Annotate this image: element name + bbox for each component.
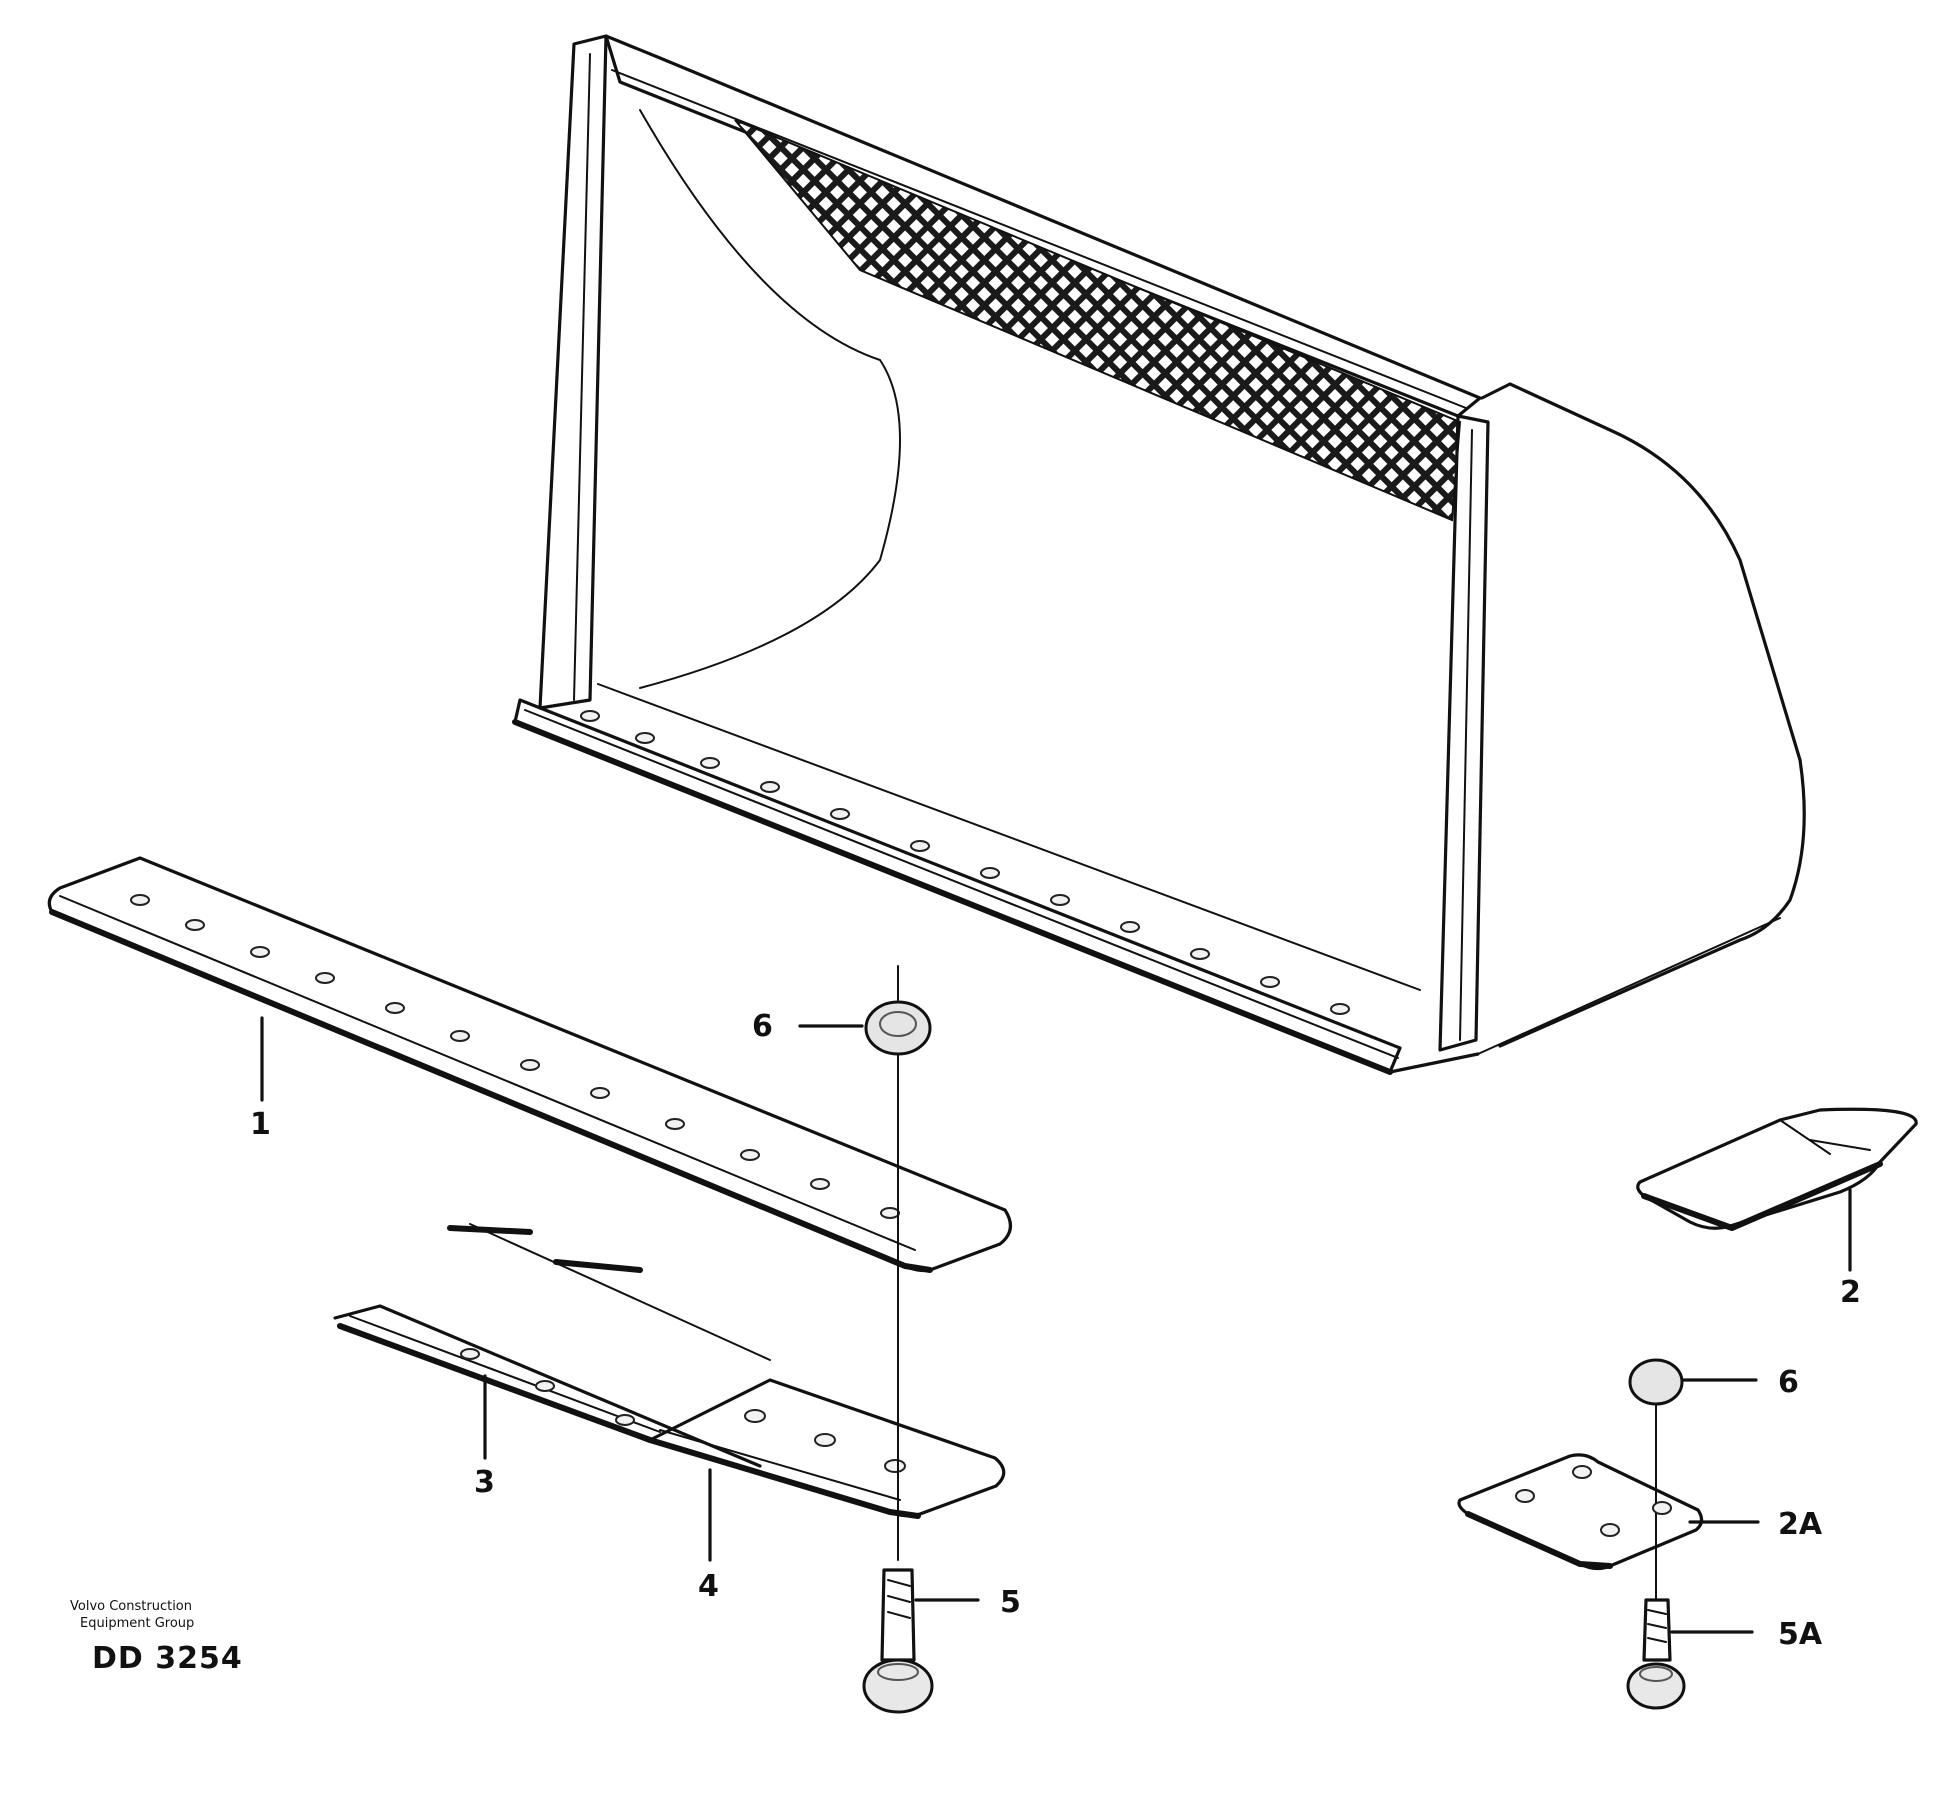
diagram-stamp: Volvo Construction Equipment Group DD 32… bbox=[70, 1599, 243, 1676]
stamp-line-1: Volvo Construction bbox=[70, 1599, 192, 1614]
callout-5: 5 bbox=[1000, 1585, 1021, 1620]
part-5a-bolt bbox=[1626, 1598, 1754, 1710]
part-2-segment bbox=[1636, 1107, 1918, 1272]
stamp-code: DD 3254 bbox=[92, 1641, 243, 1676]
callout-2a: 2A bbox=[1778, 1507, 1823, 1542]
callout-2: 2 bbox=[1840, 1275, 1861, 1310]
callout-3: 3 bbox=[474, 1465, 495, 1500]
callout-1: 1 bbox=[250, 1107, 271, 1142]
part-5-bolt bbox=[862, 1568, 980, 1714]
mesh-grille bbox=[734, 119, 1462, 522]
part-1-edge-bar bbox=[47, 856, 1012, 1273]
part-4-end-segment bbox=[647, 1378, 1006, 1562]
part-1-holes bbox=[130, 894, 900, 1219]
callout-5a: 5A bbox=[1778, 1617, 1823, 1652]
stamp-line-2: Equipment Group bbox=[80, 1616, 194, 1631]
callout-4: 4 bbox=[698, 1569, 719, 1604]
part-3-wear-strip bbox=[333, 1223, 771, 1468]
callout-6-right: 6 bbox=[1778, 1365, 1799, 1400]
bucket bbox=[512, 34, 1806, 1075]
bucket-edge-holes bbox=[580, 710, 1350, 1015]
part-6-nut-top bbox=[798, 965, 932, 1561]
part-6-nut-right bbox=[1628, 1358, 1758, 1601]
part-2a-plate bbox=[1457, 1453, 1760, 1571]
callout-6-top: 6 bbox=[752, 1009, 773, 1044]
